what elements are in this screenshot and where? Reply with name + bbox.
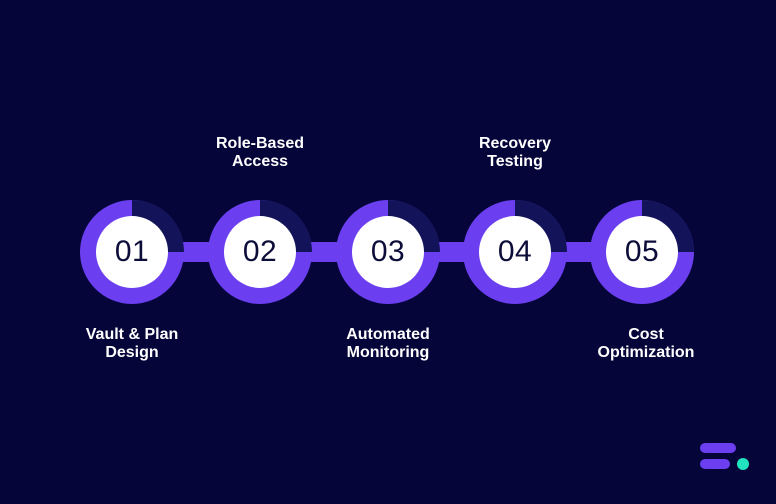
step-ring-04 <box>463 200 567 304</box>
step-label-03-line2: Monitoring <box>346 344 430 361</box>
step-ring-01 <box>80 200 184 304</box>
step-ring-02 <box>208 200 312 304</box>
step-number-01: 01 <box>114 235 150 268</box>
step-label-05-line1: Cost <box>628 326 664 343</box>
step-ring-05 <box>590 200 694 304</box>
step-label-02: Role-Based Access <box>180 135 340 171</box>
step-label-03: Automated Monitoring <box>308 326 468 362</box>
step-05: 05 <box>590 200 694 304</box>
step-label-01-line1: Vault & Plan <box>85 326 179 343</box>
step-label-04-line2: Testing <box>487 153 543 170</box>
step-02: 02 <box>208 200 312 304</box>
step-label-01: Vault & Plan Design <box>52 326 212 362</box>
step-label-05-line2: Optimization <box>597 344 695 361</box>
step-label-05: Cost Optimization <box>566 326 726 362</box>
brand-logo-icon <box>700 443 749 470</box>
step-01: 01 <box>80 200 184 304</box>
step-label-02-line2: Access <box>231 153 289 170</box>
step-03: 03 <box>336 200 440 304</box>
step-number-03: 03 <box>370 235 406 268</box>
step-number-05: 05 <box>624 235 660 268</box>
step-label-04-line1: Recovery <box>478 135 552 152</box>
step-label-01-line2: Design <box>105 344 159 361</box>
step-label-02-line1: Role-Based <box>215 135 305 152</box>
step-label-03-line1: Automated <box>346 326 430 343</box>
step-number-02: 02 <box>242 235 278 268</box>
step-04: 04 <box>463 200 567 304</box>
step-number-04: 04 <box>497 235 533 268</box>
step-ring-03 <box>336 200 440 304</box>
step-label-04: Recovery Testing <box>435 135 595 171</box>
